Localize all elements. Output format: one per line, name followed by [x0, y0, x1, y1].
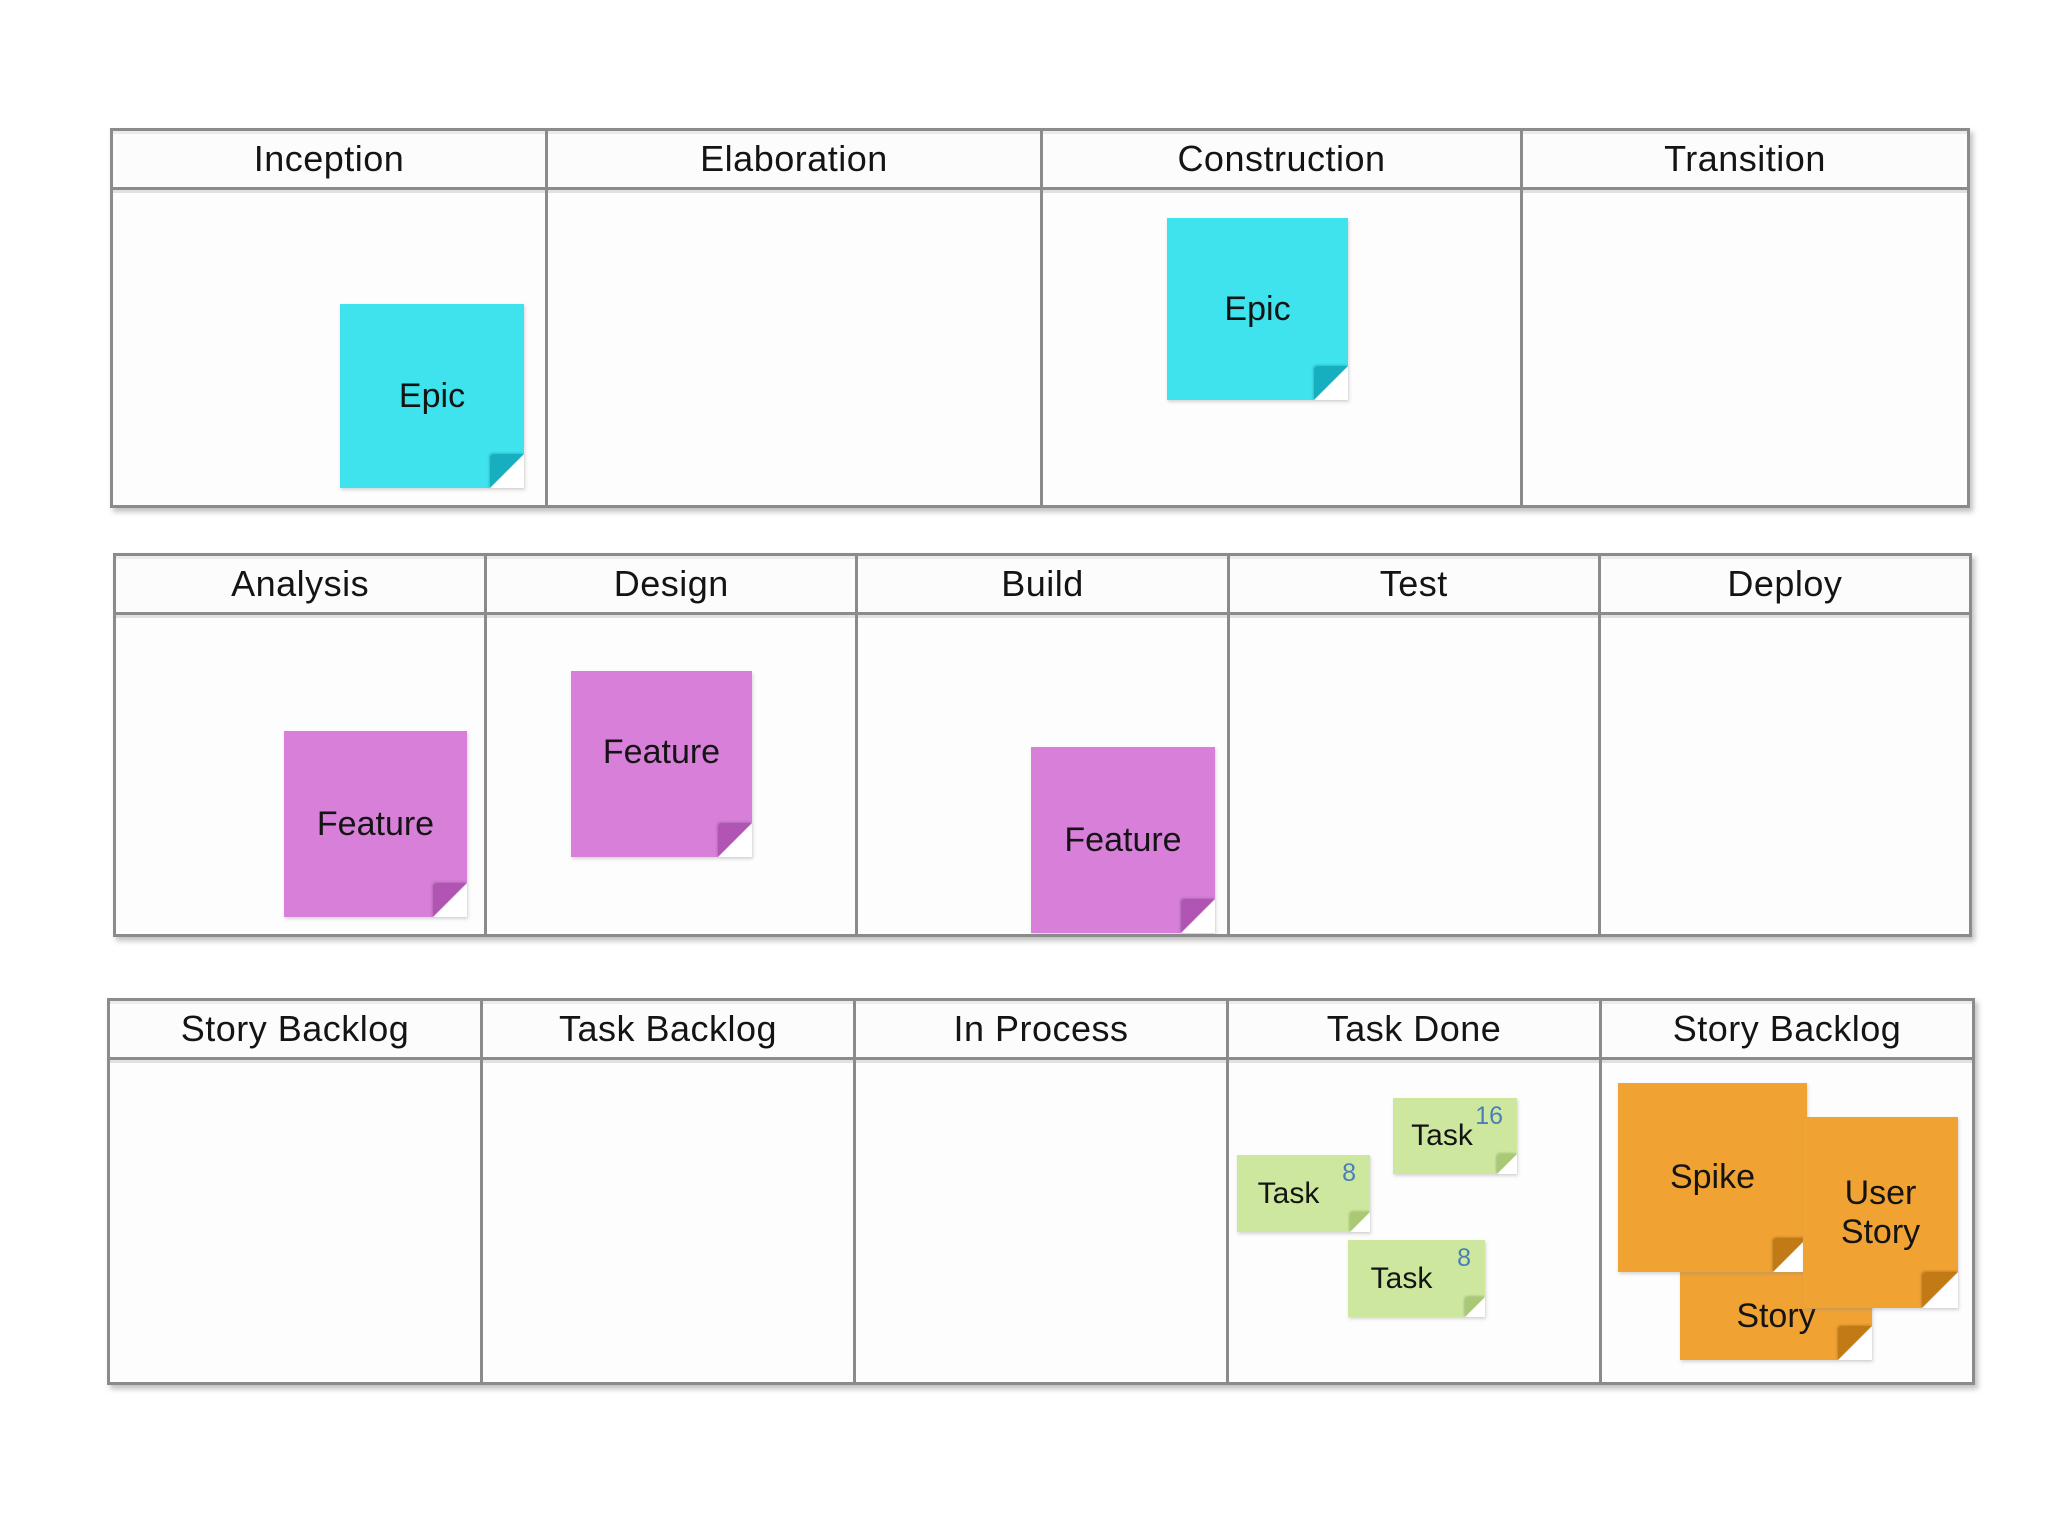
note-label: Task [1411, 1119, 1473, 1152]
column-header-test: Test [1229, 556, 1598, 615]
note-feature-analysis[interactable]: Feature [284, 731, 467, 917]
note-label: Feature [602, 733, 721, 771]
note-label: Epic [1224, 289, 1291, 328]
column-header-story-backlog-right: Story Backlog [1602, 1001, 1972, 1060]
note-spike[interactable]: Spike [1618, 1083, 1807, 1272]
column-analysis: Analysis [116, 556, 488, 934]
column-body-story-backlog-left [110, 1060, 480, 1382]
task-points-badge: 8 [1342, 1159, 1356, 1187]
column-header-analysis: Analysis [116, 556, 485, 615]
column-header-design: Design [487, 556, 856, 615]
column-story-backlog-left: Story Backlog [110, 1001, 483, 1382]
note-label: Story [1736, 1297, 1816, 1335]
note-label: User Story [1840, 1174, 1921, 1251]
note-label: Feature [1064, 820, 1182, 859]
column-header-in-process: In Process [856, 1001, 1226, 1060]
column-build: Build [858, 556, 1230, 934]
column-header-inception: Inception [113, 131, 545, 190]
note-task-8a[interactable]: Task 8 [1237, 1155, 1370, 1232]
column-header-build: Build [858, 556, 1227, 615]
column-header-deploy: Deploy [1600, 556, 1970, 615]
column-body-test [1230, 615, 1598, 934]
note-label: Feature [316, 804, 435, 843]
column-transition: Transition [1523, 131, 1967, 505]
column-body-elaboration [548, 190, 1040, 505]
column-story-backlog-right: Story Backlog [1602, 1001, 1972, 1382]
note-epic-construction[interactable]: Epic [1167, 218, 1348, 400]
column-elaboration: Elaboration [548, 131, 1043, 505]
note-task-16[interactable]: Task 16 [1393, 1098, 1517, 1174]
column-header-construction: Construction [1043, 131, 1520, 190]
column-body-transition [1523, 190, 1967, 505]
column-body-in-process [856, 1060, 1226, 1382]
note-label: Task [1370, 1261, 1433, 1295]
column-body-deploy [1601, 615, 1969, 934]
column-test: Test [1229, 556, 1601, 934]
column-header-story-backlog-left: Story Backlog [110, 1001, 480, 1060]
note-task-8b[interactable]: Task 8 [1348, 1240, 1485, 1317]
note-feature-build[interactable]: Feature [1031, 747, 1215, 933]
note-label: Spike [1669, 1158, 1756, 1196]
column-deploy: Deploy [1600, 556, 1970, 934]
column-header-transition: Transition [1523, 131, 1967, 190]
kanban-board: Story Backlog Task Backlog In Process Ta… [107, 998, 1975, 1385]
column-task-backlog: Task Backlog [483, 1001, 856, 1382]
column-in-process: In Process [856, 1001, 1229, 1382]
column-inception: Inception [113, 131, 548, 505]
task-points-badge: 16 [1475, 1102, 1503, 1130]
column-body-task-backlog [483, 1060, 853, 1382]
note-user-story[interactable]: User Story [1803, 1117, 1958, 1308]
task-points-badge: 8 [1457, 1244, 1471, 1272]
column-header-elaboration: Elaboration [548, 131, 1040, 190]
note-label: Epic [398, 376, 466, 415]
note-epic-inception[interactable]: Epic [340, 304, 524, 488]
column-header-task-done: Task Done [1229, 1001, 1599, 1060]
column-design: Design [487, 556, 859, 934]
column-header-task-backlog: Task Backlog [483, 1001, 853, 1060]
column-construction: Construction [1043, 131, 1523, 505]
note-feature-design[interactable]: Feature [571, 671, 752, 857]
note-label: Task [1257, 1176, 1320, 1210]
column-task-done: Task Done [1229, 1001, 1602, 1382]
